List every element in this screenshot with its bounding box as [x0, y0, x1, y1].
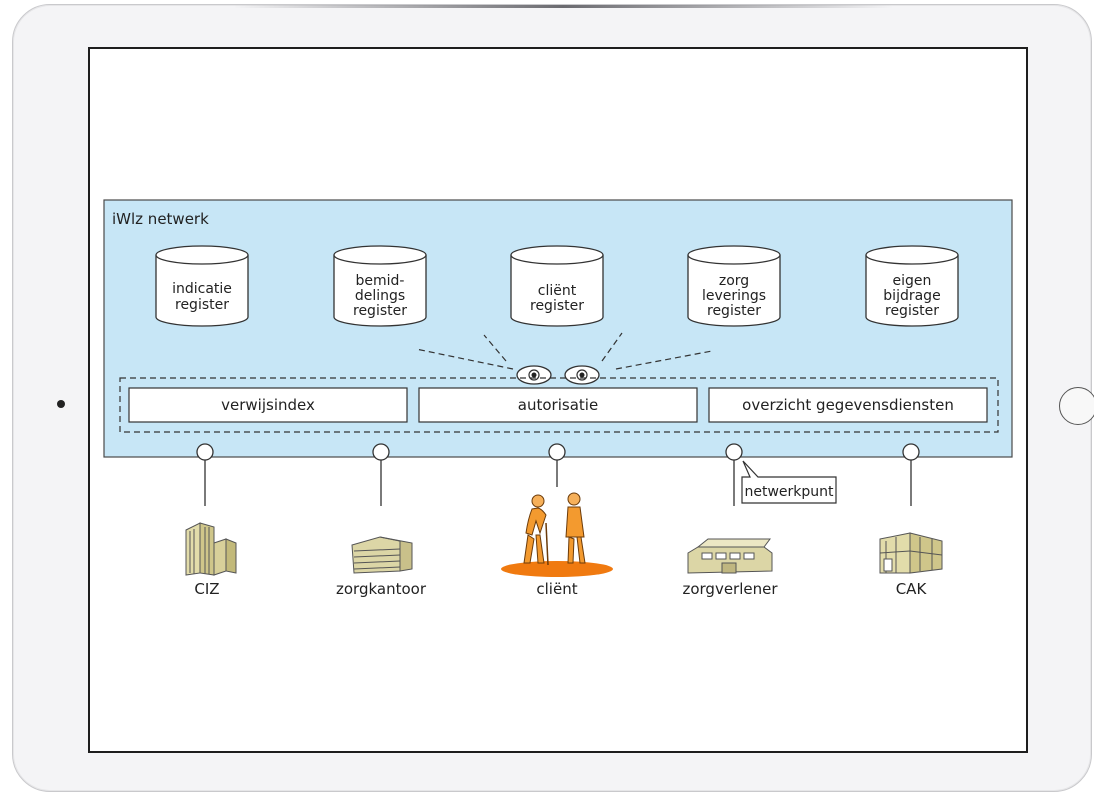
party-label-cak: CAK — [896, 580, 928, 598]
services-container — [119, 377, 999, 433]
tablet-top-edge — [233, 5, 893, 8]
cak-building-icon — [879, 532, 943, 574]
network-point — [725, 443, 743, 461]
service-verwijsindex: verwijsindex — [128, 387, 408, 423]
register-label-line: cliënt — [538, 283, 577, 299]
register-label-line: bijdrage — [883, 288, 940, 304]
register-label-line: register — [885, 303, 939, 319]
callout-label: netwerkpunt — [744, 484, 834, 500]
register-indicatie: indicatie register — [155, 245, 249, 327]
register-label-line: eigen — [893, 273, 932, 289]
register-client: cliënt register — [510, 245, 604, 327]
ciz-building-icon — [185, 522, 237, 576]
camera-icon — [57, 400, 65, 408]
register-zorgleverings: zorg leverings register — [687, 245, 781, 327]
register-label-line: register — [353, 303, 407, 319]
network-title: iWlz netwerk — [112, 210, 209, 228]
register-label-line: zorg — [719, 273, 749, 289]
client-figures-icon — [501, 492, 613, 577]
network-point — [372, 443, 390, 461]
service-label: overzicht gegevensdiensten — [742, 396, 954, 414]
netwerkpunt-callout: netwerkpunt — [741, 460, 837, 504]
register-bemiddelings: bemid- delings register — [333, 245, 427, 327]
party-label-zorgkantoor: zorgkantoor — [336, 580, 427, 598]
network-point — [902, 443, 920, 461]
register-eigen-bijdrage: eigen bijdrage register — [865, 245, 959, 327]
party-label-client: cliënt — [536, 580, 577, 598]
service-label: autorisatie — [518, 396, 598, 414]
register-label-line: indicatie — [172, 281, 232, 297]
service-autorisatie: autorisatie — [418, 387, 698, 423]
register-label-line: register — [707, 303, 761, 319]
register-label-line: leverings — [702, 288, 766, 304]
screen: iWlz netwerk indicatie register bemid- d… — [88, 47, 1028, 753]
register-label-line: register — [530, 298, 584, 314]
party-label-ciz: CIZ — [194, 580, 219, 598]
register-label-line: delings — [355, 288, 405, 304]
zorgkantoor-building-icon — [351, 536, 413, 574]
service-label: verwijsindex — [221, 396, 315, 414]
eye-icon — [564, 365, 600, 385]
eye-icon — [516, 365, 552, 385]
iwlz-diagram: iWlz netwerk indicatie register bemid- d… — [103, 199, 1013, 598]
register-label-line: register — [175, 297, 229, 313]
party-label-zorgverlener: zorgverlener — [682, 580, 778, 598]
sight-lines — [415, 332, 713, 370]
zorgverlener-building-icon — [687, 538, 773, 574]
register-label-line: bemid- — [356, 273, 405, 289]
network-point — [196, 443, 214, 461]
network-point — [548, 443, 566, 461]
connection-lines — [204, 460, 912, 506]
home-button[interactable] — [1059, 387, 1094, 425]
service-gegevensdiensten: overzicht gegevensdiensten — [708, 387, 988, 423]
